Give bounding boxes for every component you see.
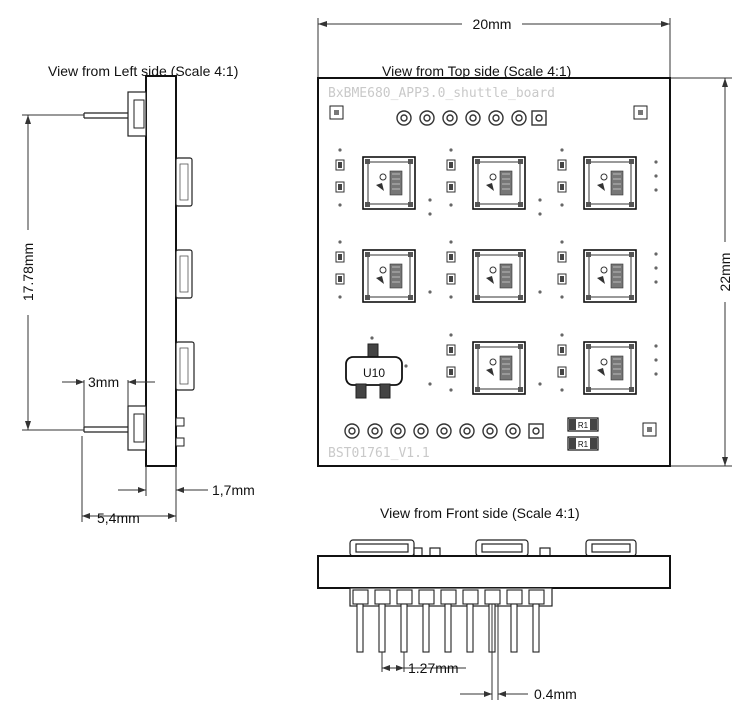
left-side-sensors [175,157,195,447]
resistor-bottom: R1 [567,436,599,451]
left-side-view: View from Left side (Scale 4:1) [20,63,255,526]
u10-label: U10 [363,366,385,380]
resistor-top: R1 [567,417,599,432]
dim-thickness: 1,7mm [118,466,255,498]
dim-pin-width: 0.4mm [460,604,577,702]
dim-thickness-label: 1,7mm [212,482,255,498]
front-components [349,539,637,557]
dim-pin-span-label: 17.78mm [20,243,36,301]
silk-board-name: BxBME680_APP3.0_shuttle_board [328,86,555,101]
resistor-bottom-label: R1 [578,440,589,449]
dim-pin-length: 3mm [62,374,155,427]
top-side-view: View from Top side (Scale 4:1) 20mm 22mm… [317,16,733,467]
top-pad-row [396,110,547,126]
dim-pitch: 1.27mm [381,652,466,676]
top-view-title: View from Top side (Scale 4:1) [382,63,571,79]
bottom-pad-row [344,423,544,439]
dim-pin-width-label: 0.4mm [534,686,577,702]
left-view-title: View from Left side (Scale 4:1) [48,63,238,79]
resistor-top-label: R1 [578,421,589,430]
dim-width: 20mm [317,16,671,78]
dim-pin-length-label: 3mm [88,374,119,390]
dim-pitch-label: 1.27mm [408,660,459,676]
left-header-bottom [127,405,147,451]
front-pins [352,589,545,653]
dim-height: 22mm [670,77,733,467]
left-header-top [127,91,147,137]
front-board-edge [317,555,671,589]
dim-total-depth-label: 5,4mm [97,510,140,526]
component-u10: U10 [345,343,403,399]
dim-pin-span: 17.78mm [20,114,84,431]
vias [370,160,658,386]
dim-height-label: 22mm [717,253,733,292]
front-view-title: View from Front side (Scale 4:1) [380,505,580,521]
left-board-edge [145,75,177,467]
silk-board-version: BST01761_V1.1 [328,446,430,461]
dim-total-depth: 5,4mm [81,436,177,526]
front-side-view: View from Front side (Scale 4:1) [317,505,671,702]
dim-width-label: 20mm [473,16,512,32]
